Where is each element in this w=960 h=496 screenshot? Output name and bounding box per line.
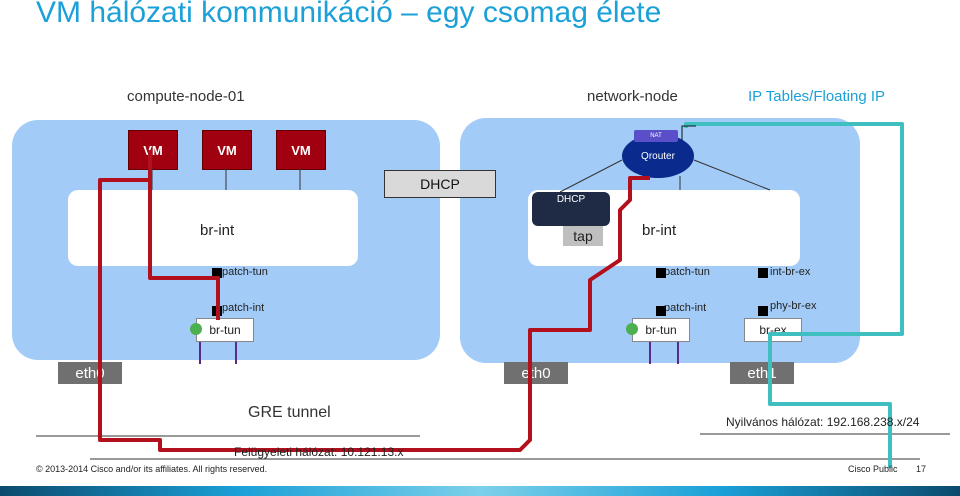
- phy-br-ex-label: phy-br-ex: [770, 300, 817, 312]
- public-network-label: Nyilvános hálózat: 192.168.238.x/24: [726, 415, 920, 429]
- cisco-public: Cisco Public: [848, 464, 898, 474]
- mgmt-network-label: Felügyeleti hálózat: 10.121.13.x: [234, 445, 404, 459]
- right-green-port: [626, 323, 638, 335]
- int-br-ex-label: int-br-ex: [770, 266, 811, 278]
- left-patch-tun-port: [212, 268, 222, 278]
- right-patch-int-port: [656, 306, 666, 316]
- left-br-int-label: br-int: [200, 222, 235, 239]
- eth0-compute: eth0: [58, 362, 122, 384]
- right-patch-tun-port: [656, 268, 666, 278]
- teal-corner-marker: [681, 125, 696, 140]
- teal-external-path: [684, 122, 904, 468]
- page-title: VM hálózati kommunikáció – egy csomag él…: [36, 0, 662, 29]
- left-br-int-bridge: [68, 190, 358, 266]
- int-br-ex-port: [758, 268, 768, 278]
- left-green-port: [190, 323, 202, 335]
- router-dhcp-connector: [559, 159, 623, 193]
- dhcp-namespace: DHCP: [532, 192, 610, 226]
- right-br-tun: br-tun: [632, 318, 690, 342]
- red-packet-branch: [148, 180, 220, 320]
- vm-1[interactable]: VM: [128, 130, 178, 170]
- right-patch-int-label: patch-int: [664, 302, 707, 314]
- bottom-bar: [0, 486, 960, 496]
- right-br-int-label: br-int: [642, 222, 677, 239]
- tap-interface: tap: [563, 226, 603, 246]
- left-patch-tun-label: patch-tun: [222, 266, 268, 278]
- phy-br-ex-port: [758, 306, 768, 316]
- vm-2[interactable]: VM: [202, 130, 252, 170]
- network-node-header: network-node: [587, 88, 678, 105]
- gre-tunnel-label: GRE tunnel: [248, 404, 331, 421]
- left-patch-int-label: patch-int: [222, 302, 265, 314]
- nat-badge: NAT: [634, 130, 678, 142]
- br-ex: br-ex: [744, 318, 802, 342]
- left-br-tun: br-tun: [196, 318, 254, 342]
- page-number: 17: [916, 464, 927, 474]
- router-brex-connector: [693, 159, 771, 191]
- vm-3[interactable]: VM: [276, 130, 326, 170]
- copyright: © 2013-2014 Cisco and/or its affiliates.…: [36, 464, 268, 474]
- dhcp-box: DHCP: [384, 170, 496, 198]
- compute-node-header: compute-node-01: [127, 88, 245, 105]
- iptables-header: IP Tables/Floating IP: [748, 88, 886, 105]
- red-packet-path: [98, 150, 650, 452]
- right-patch-tun-label: patch-tun: [664, 266, 710, 278]
